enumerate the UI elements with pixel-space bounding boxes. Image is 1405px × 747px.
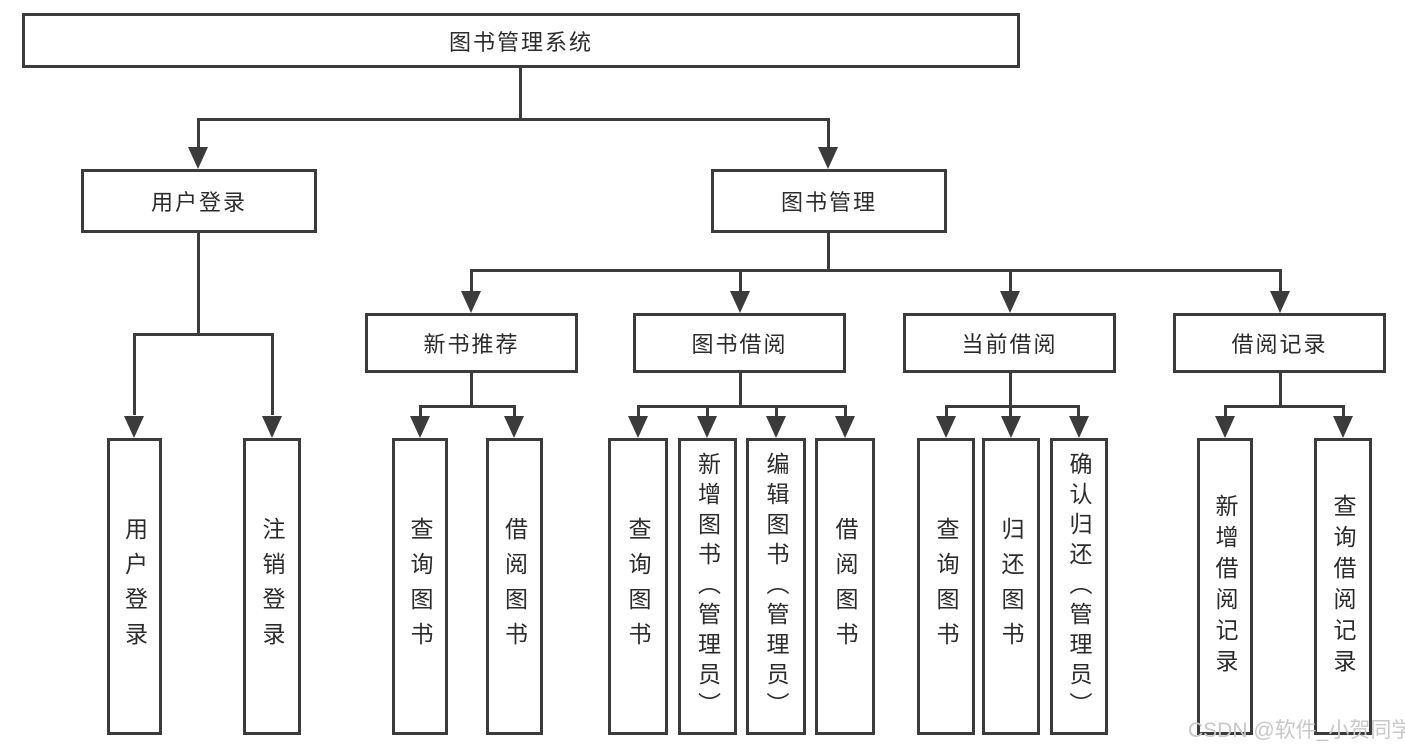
connector-user-login-rail [133,333,274,336]
node-user-login-label: 用户登录 [150,190,247,215]
node-br-add-record: 新增借阅记录 [1197,438,1253,735]
node-current-borrowing: 当前借阅 [903,313,1116,373]
node-borrowing-records: 借阅记录 [1173,313,1386,373]
node-bb-add-books-label: 新增图书（管理员） [694,451,721,722]
node-bb-borrow-books: 借阅图书 [815,438,875,735]
connector-records-drop [1279,269,1282,293]
node-cb-return-books-label: 归还图书 [998,516,1024,657]
connector-bb-edit-drop [775,405,778,416]
node-cb-query-books-label: 查询图书 [933,516,959,657]
node-new-book-recommendation: 新书推荐 [365,313,578,373]
connector-nb-query-drop [419,405,422,416]
node-bb-edit-books: 编辑图书（管理员） [746,438,806,735]
connector-cb-query-drop [945,405,948,416]
arrow-to-cb-confirm-return [1069,416,1089,438]
connector-level3-rail [470,269,1282,272]
node-br-query-record-label: 查询借阅记录 [1330,493,1356,680]
connector-br-query-drop [1342,405,1345,416]
node-logout-action: 注销登录 [243,438,301,735]
node-br-add-record-label: 新增借阅记录 [1212,493,1238,680]
node-bb-edit-books-label: 编辑图书（管理员） [763,451,789,722]
connector-borrowing-drop [739,269,742,293]
arrow-to-current-borrowing [1000,291,1020,313]
connector-newbook-rail [419,405,516,408]
node-login-action: 用户登录 [107,438,162,735]
node-bb-borrow-books-label: 借阅图书 [832,516,858,657]
node-user-login: 用户登录 [81,169,317,233]
node-book-borrowing-label: 图书借阅 [691,332,788,357]
node-book-management: 图书管理 [711,169,947,233]
arrow-to-br-add-record [1215,416,1235,438]
connector-logout-drop [271,333,274,415]
node-root: 图书管理系统 [22,13,1020,68]
connector-borrowing-stem [739,372,742,408]
arrow-to-user-login [188,147,208,169]
arrow-to-bb-edit-books [766,416,786,438]
node-nb-borrow-books-label: 借阅图书 [501,516,528,657]
connector-records-stem [1279,372,1282,408]
node-logout-action-label: 注销登录 [259,516,285,657]
connector-current-stem [1009,372,1012,408]
arrow-to-nb-borrow-books [504,416,524,438]
connector-current-rail [945,405,1080,408]
node-bb-add-books: 新增图书（管理员） [678,438,737,735]
arrow-to-nb-query-books [410,416,430,438]
connector-root-rail [197,118,830,121]
arrow-to-cb-return-books [1001,416,1021,438]
connector-bb-query-drop [637,405,640,416]
arrow-to-br-query-record [1333,416,1353,438]
arrow-to-login-action [124,416,144,438]
node-root-label: 图书管理系统 [448,29,593,55]
arrow-to-logout-action [262,416,282,438]
connector-nb-borrow-drop [513,405,516,416]
node-login-action-label: 用户登录 [121,516,148,657]
node-borrowing-records-label: 借阅记录 [1231,332,1328,357]
node-nb-query-books: 查询图书 [392,438,448,735]
csdn-watermark: CSDN @软件_小贺同学 [1188,719,1405,742]
connector-br-add-drop [1224,405,1227,416]
connector-user-login-stem [197,233,200,336]
arrow-to-new-book-recommendation [461,291,481,313]
arrow-to-bb-query-books [628,416,648,438]
connector-records-rail [1224,405,1345,408]
connector-login-drop [133,333,136,415]
node-book-borrowing: 图书借阅 [633,313,846,373]
node-cb-return-books: 归还图书 [982,438,1040,735]
connector-current-drop [1009,269,1012,293]
connector-newbook-drop [470,269,473,293]
node-new-book-recommendation-label: 新书推荐 [423,332,520,357]
node-cb-query-books: 查询图书 [917,438,975,735]
arrow-to-cb-query-books [936,416,956,438]
connector-bb-borrow-drop [844,405,847,416]
node-current-borrowing-label: 当前借阅 [961,332,1058,357]
arrow-to-book-borrowing [730,291,750,313]
connector-cb-confirm-drop [1077,405,1080,416]
node-bb-query-books-label: 查询图书 [625,516,651,657]
arrow-to-book-management [818,147,838,169]
arrow-to-borrowing-records [1270,291,1290,313]
connector-root-right-drop [827,118,830,150]
arrow-to-bb-add-books [697,416,717,438]
connector-root-stem [519,68,522,119]
node-cb-confirm-return: 确认归还（管理员） [1050,438,1108,735]
node-book-management-label: 图书管理 [780,190,877,215]
connector-book-management-stem [827,233,830,271]
node-nb-borrow-books: 借阅图书 [486,438,543,735]
connector-bb-add-drop [706,405,709,416]
node-cb-confirm-return-label: 确认归还（管理员） [1066,451,1092,722]
node-bb-query-books: 查询图书 [608,438,668,735]
arrow-to-bb-borrow-books [835,416,855,438]
connector-borrowing-rail [637,405,847,408]
node-br-query-record: 查询借阅记录 [1314,438,1372,735]
connector-newbook-stem [470,372,473,408]
node-nb-query-books-label: 查询图书 [407,516,433,657]
connector-root-left-drop [197,118,200,150]
connector-cb-return-drop [1009,405,1012,416]
